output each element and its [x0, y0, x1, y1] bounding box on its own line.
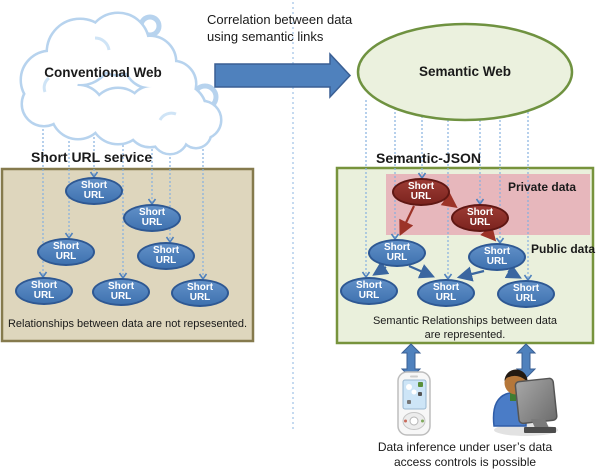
short-url-node-public: Short URL: [468, 243, 526, 271]
semantic-relation-arrows: [372, 192, 522, 282]
right-panel-caption-line1: Semantic Relationships between data: [372, 315, 558, 327]
short-url-node-private: Short URL: [451, 204, 509, 232]
cloud-icon: [19, 11, 223, 156]
short-url-node-private: Short URL: [392, 178, 450, 206]
left-panel-title: Short URL service: [31, 149, 153, 165]
semantic-web-ellipse: [356, 22, 574, 122]
correlation-caption-line1: Correlation between data: [207, 12, 353, 27]
right-panel-caption-line2: are represented.: [424, 329, 506, 341]
private-data-label: Private data: [508, 180, 577, 194]
short-url-node-public: Short URL: [417, 279, 475, 307]
short-url-node: Short URL: [137, 242, 195, 270]
short-url-node-public: Short URL: [368, 239, 426, 267]
short-url-node-public: Short URL: [497, 280, 555, 308]
right-panel-title: Semantic-JSON: [376, 150, 482, 166]
public-data-label: Public data: [531, 242, 596, 256]
bottom-caption-line1: Data inference under user’s data: [377, 440, 553, 454]
short-url-node: Short URL: [65, 177, 123, 205]
short-url-node: Short URL: [171, 279, 229, 307]
left-panel-caption: Relationships between data are not repse…: [7, 318, 248, 330]
right-arrow-icon: [214, 52, 352, 99]
correlation-caption-line2: using semantic links: [207, 29, 324, 44]
conventional-web-label: Conventional Web: [44, 65, 162, 80]
media-player-icon: [397, 371, 431, 436]
short-url-node-public: Short URL: [340, 277, 398, 305]
short-url-node: Short URL: [92, 278, 150, 306]
short-url-node: Short URL: [123, 204, 181, 232]
short-url-node: Short URL: [37, 238, 95, 266]
bottom-caption-line2: access controls is possible: [393, 455, 537, 469]
short-url-node: Short URL: [15, 277, 73, 305]
semantic-web-label: Semantic Web: [418, 64, 512, 79]
user-at-computer-icon: [492, 369, 558, 436]
